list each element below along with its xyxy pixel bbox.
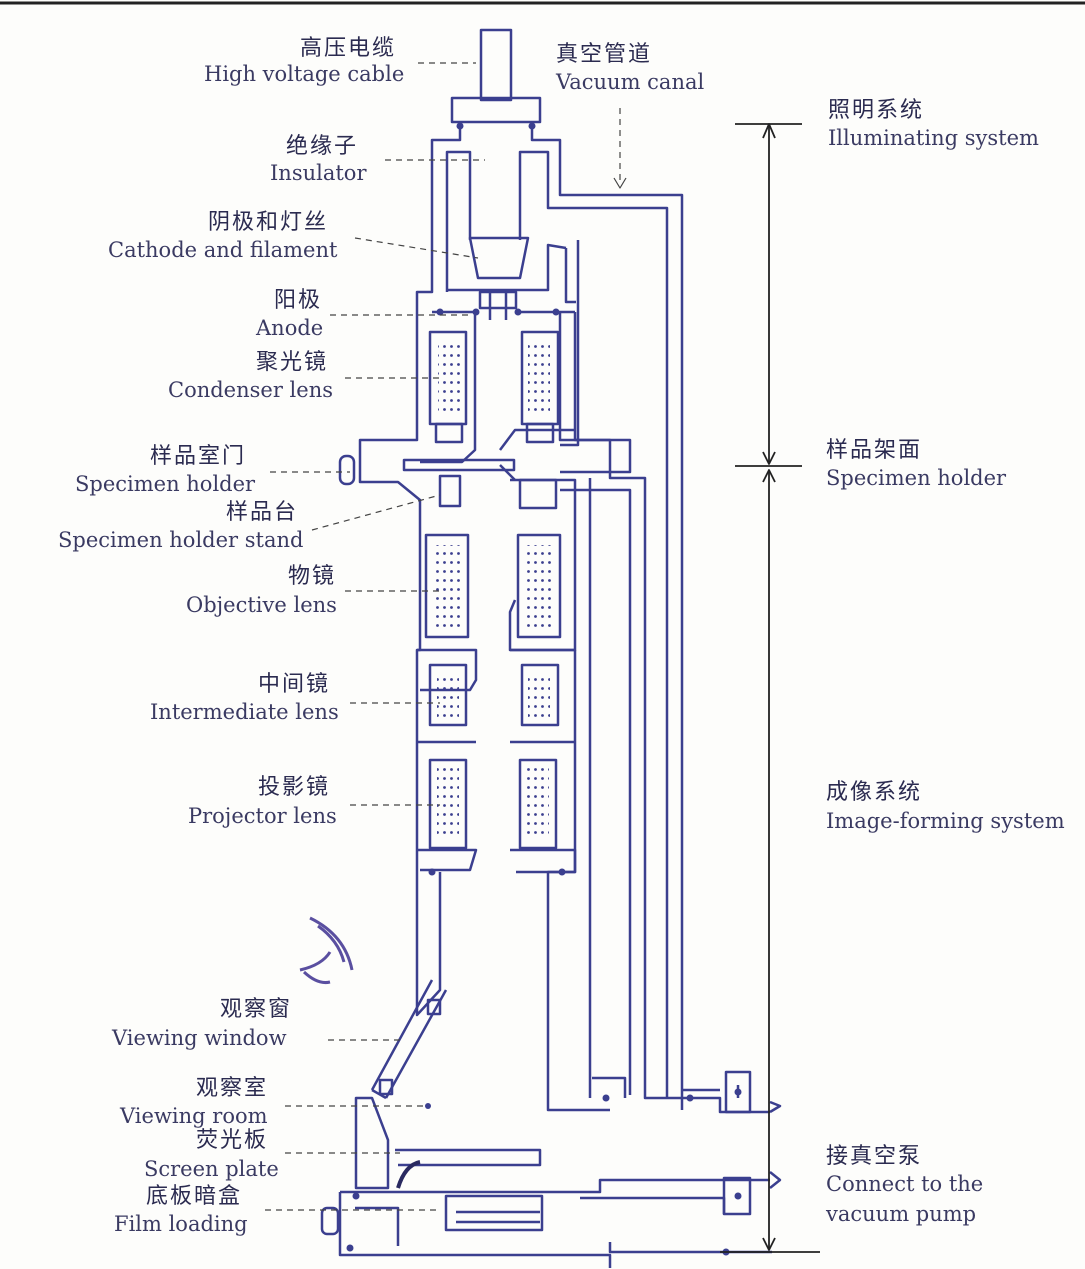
label-cathode-en: Cathode and filament	[108, 238, 338, 262]
projector-lens	[417, 758, 577, 874]
label-vacuum-canal-en: Vacuum canal	[556, 70, 705, 94]
specimen-chamber	[338, 454, 558, 510]
label-insulator-en: Insulator	[270, 161, 367, 185]
objective-lens	[417, 533, 575, 692]
label-pump-en-line1: Connect to the	[826, 1172, 984, 1196]
eye-symbol	[299, 916, 354, 984]
label-condenser-en: Condenser lens	[168, 378, 333, 402]
label-screen-plate-zh: 荧光板	[196, 1128, 269, 1153]
label-illuminating-system-en: Illuminating system	[828, 126, 1039, 150]
label-objective-en: Objective lens	[186, 593, 337, 617]
label-projector-en: Projector lens	[188, 804, 337, 828]
label-viewing-room-zh: 观察室	[196, 1076, 269, 1101]
label-vacuum-canal-zh: 真空管道	[556, 42, 653, 67]
label-projector-zh: 投影镜	[258, 775, 331, 800]
label-film-loading-en: Film loading	[114, 1212, 248, 1236]
label-insulator-zh: 绝缘子	[286, 134, 359, 159]
label-high-voltage-cable-en: High voltage cable	[204, 62, 405, 86]
system-brackets	[720, 123, 820, 1253]
label-specimen-stand-en: Specimen holder stand	[58, 528, 304, 552]
label-film-loading-zh: 底板暗盒	[146, 1184, 243, 1209]
electron-gun	[415, 122, 684, 1110]
vacuum-pipe	[592, 1070, 782, 1189]
label-objective-zh: 物镜	[288, 564, 337, 589]
label-viewing-room-en: Viewing room	[120, 1104, 268, 1128]
label-specimen-door-en: Specimen holder	[75, 472, 256, 496]
label-intermediate-en: Intermediate lens	[150, 700, 339, 724]
column-left-wall	[358, 310, 477, 1017]
label-cathode-zh: 阴极和灯丝	[208, 210, 329, 235]
label-viewing-window-en: Viewing window	[112, 1026, 287, 1050]
intermediate-lens	[417, 663, 575, 744]
label-specimen-plane-zh: 样品架面	[826, 438, 923, 463]
label-illuminating-system-zh: 照明系统	[828, 98, 925, 123]
leader-lines	[265, 62, 621, 1211]
label-condenser-zh: 聚光镜	[256, 350, 329, 375]
label-specimen-stand-zh: 样品台	[226, 500, 299, 525]
label-high-voltage-cable-zh: 高压电缆	[300, 36, 397, 61]
high-voltage-cable	[450, 28, 542, 124]
label-specimen-door-zh: 样品室门	[150, 444, 247, 469]
joint-dots	[346, 122, 742, 1256]
column-right-wall	[499, 310, 670, 1112]
label-pump-en-line2: vacuum pump	[826, 1202, 977, 1226]
label-intermediate-zh: 中间镜	[258, 672, 331, 697]
label-image-forming-system-en: Image-forming system	[826, 809, 1065, 833]
condenser-lens	[428, 330, 560, 444]
label-image-forming-system-zh: 成像系统	[826, 780, 923, 805]
label-pump-zh: 接真空泵	[826, 1144, 923, 1169]
label-viewing-window-zh: 观察窗	[220, 997, 293, 1022]
label-anode-zh: 阳极	[274, 288, 323, 313]
label-anode-en: Anode	[256, 316, 324, 340]
viewing-window	[370, 979, 448, 1100]
viewing-room	[320, 1096, 772, 1268]
label-screen-plate-en: Screen plate	[144, 1157, 279, 1181]
label-specimen-plane-en: Specimen holder	[826, 466, 1007, 490]
